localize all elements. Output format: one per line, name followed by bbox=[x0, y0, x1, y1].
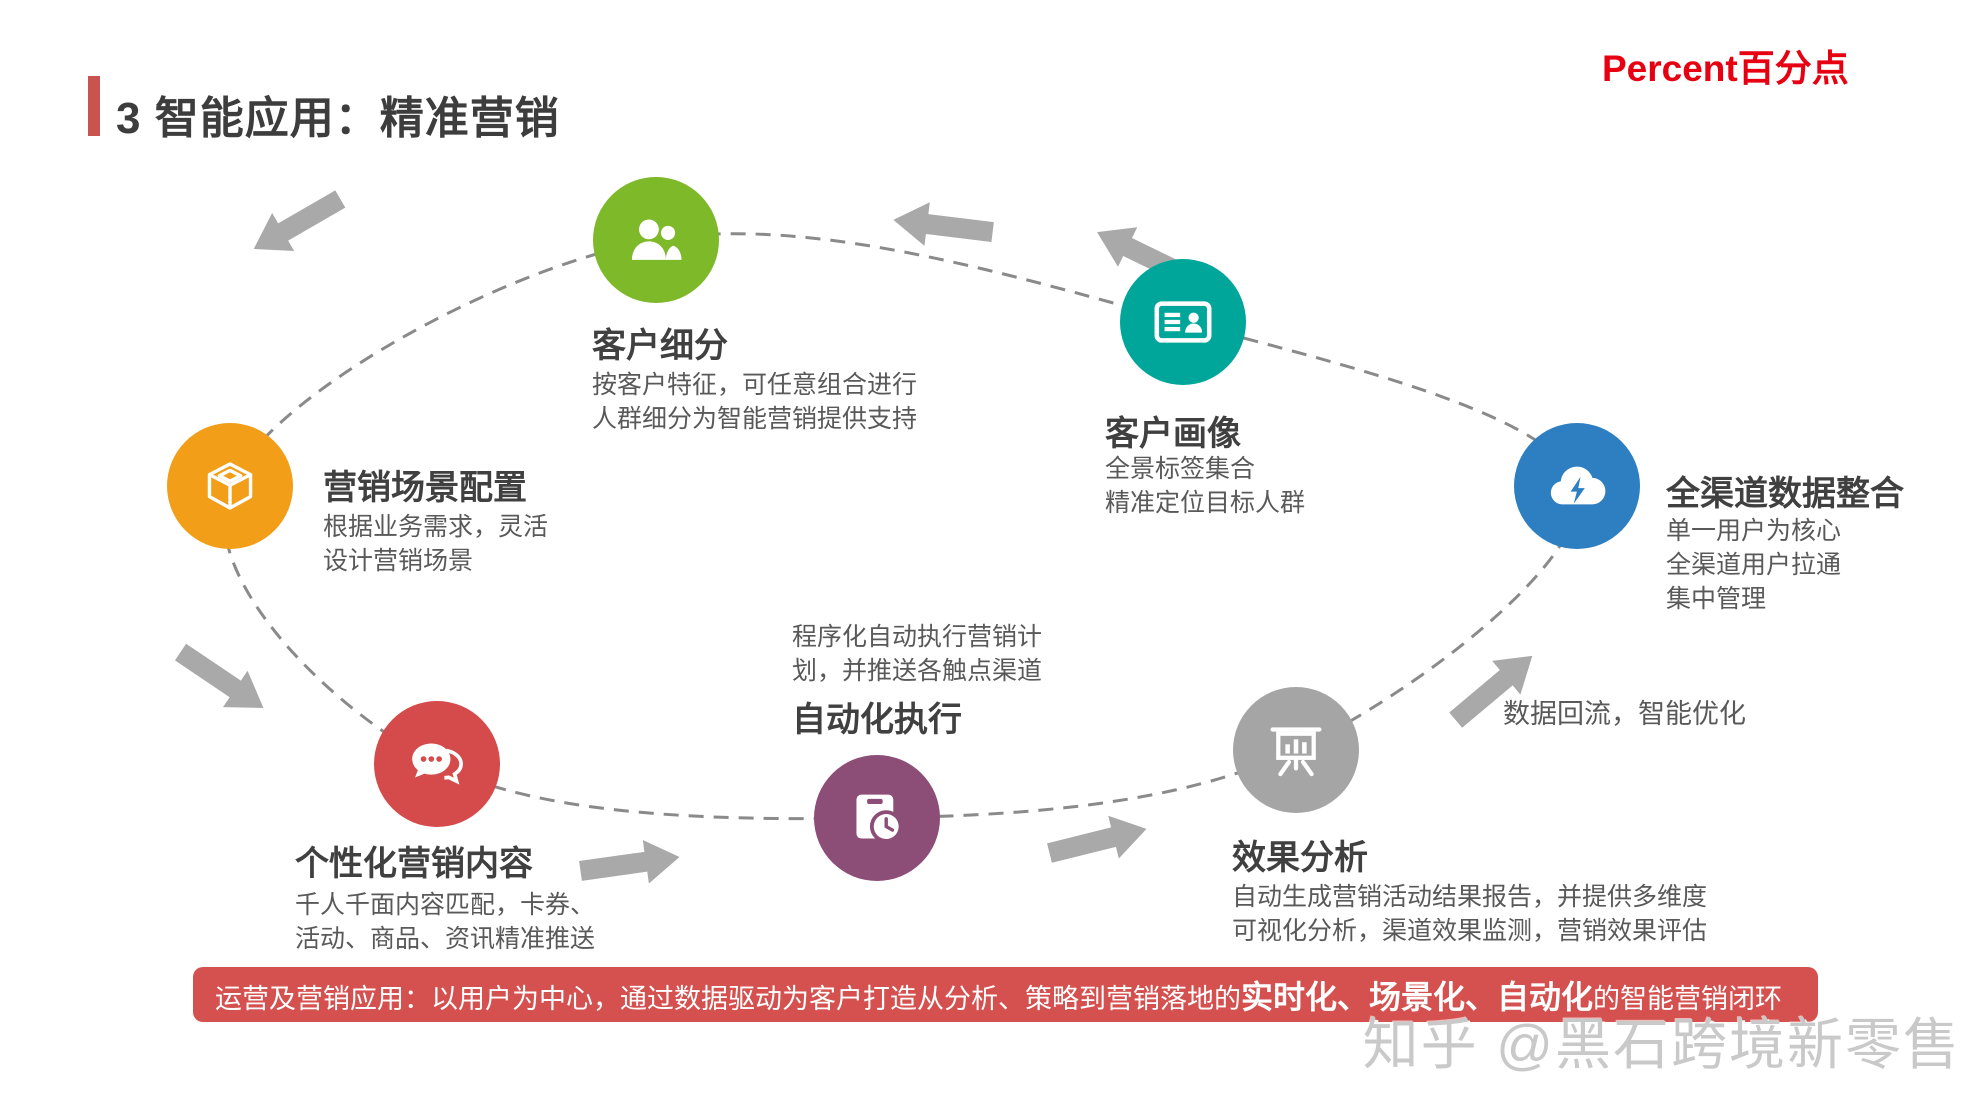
node-circle-customer-segmentation bbox=[593, 177, 719, 303]
node-circle-effect-analysis bbox=[1233, 687, 1359, 813]
banner-text: 运营及营销应用：以用户为中心，通过数据驱动为客户打造从分析、策略到营销落地的实时… bbox=[215, 978, 1783, 1015]
node-label: 客户画像 bbox=[1105, 415, 1241, 453]
flow-arrow-orange-to-red bbox=[174, 643, 264, 708]
node-desc: 千人千面内容匹配，卡券、 活动、商品、资讯精准推送 bbox=[295, 891, 596, 953]
id-card-icon bbox=[1154, 301, 1212, 343]
cloud-lightning-icon bbox=[1550, 466, 1606, 505]
node-desc: 根据业务需求，灵活 设计营销场景 bbox=[323, 513, 549, 575]
node-desc: 自动生成营销活动结果报告，并提供多维度 可视化分析，渠道效果监测，营销效果评估 bbox=[1232, 883, 1708, 945]
node-circle-personalized-content bbox=[374, 701, 500, 827]
node-label: 客户细分 bbox=[592, 327, 728, 365]
calendar-clock-icon bbox=[856, 794, 903, 843]
node-desc: 单一用户为核心 全渠道用户拉通 集中管理 bbox=[1666, 517, 1842, 613]
node-circle-scenario-config bbox=[167, 423, 293, 549]
node-label: 效果分析 bbox=[1232, 839, 1368, 877]
flow-arrow-purple-to-gray bbox=[1047, 815, 1147, 863]
flow-arrow-gray-to-blue bbox=[1449, 655, 1533, 728]
flow-arrow-red-to-purple bbox=[579, 839, 680, 884]
presentation-chart-icon bbox=[1270, 727, 1322, 777]
node-desc: 全景标签集合 精准定位目标人群 bbox=[1105, 455, 1306, 517]
watermark: 知乎 @黑石跨境新零售 bbox=[1362, 1013, 1961, 1076]
flow-arrow-teal-to-green bbox=[893, 202, 994, 246]
backflow-annotation: 数据回流，智能优化 bbox=[1503, 699, 1746, 729]
users-icon bbox=[631, 219, 682, 260]
brand-logo: Percent百分点 bbox=[1602, 48, 1849, 89]
node-label: 全渠道数据整合 bbox=[1666, 475, 1904, 513]
node-desc: 按客户特征，可任意组合进行 人群细分为智能营销提供支持 bbox=[592, 371, 918, 433]
node-circle-customer-profile bbox=[1120, 259, 1246, 385]
title-accent-bar bbox=[88, 76, 100, 136]
node-label: 营销场景配置 bbox=[323, 469, 527, 507]
node-circle-omnichannel-data bbox=[1514, 423, 1640, 549]
chat-bubbles-icon bbox=[412, 743, 463, 785]
node-label: 个性化营销内容 bbox=[295, 845, 533, 883]
node-circle-automated-execution bbox=[814, 755, 940, 881]
flow-arrow-green-to-orange bbox=[253, 190, 346, 252]
node-desc: 程序化自动执行营销计 划，并推送各触点渠道 bbox=[792, 623, 1043, 685]
page-title: 3 智能应用：精准营销 bbox=[116, 94, 560, 143]
node-label: 自动化执行 bbox=[792, 701, 962, 739]
cube-icon bbox=[207, 462, 253, 510]
bottom-banner: 运营及营销应用：以用户为中心，通过数据驱动为客户打造从分析、策略到营销落地的实时… bbox=[193, 967, 1818, 1022]
